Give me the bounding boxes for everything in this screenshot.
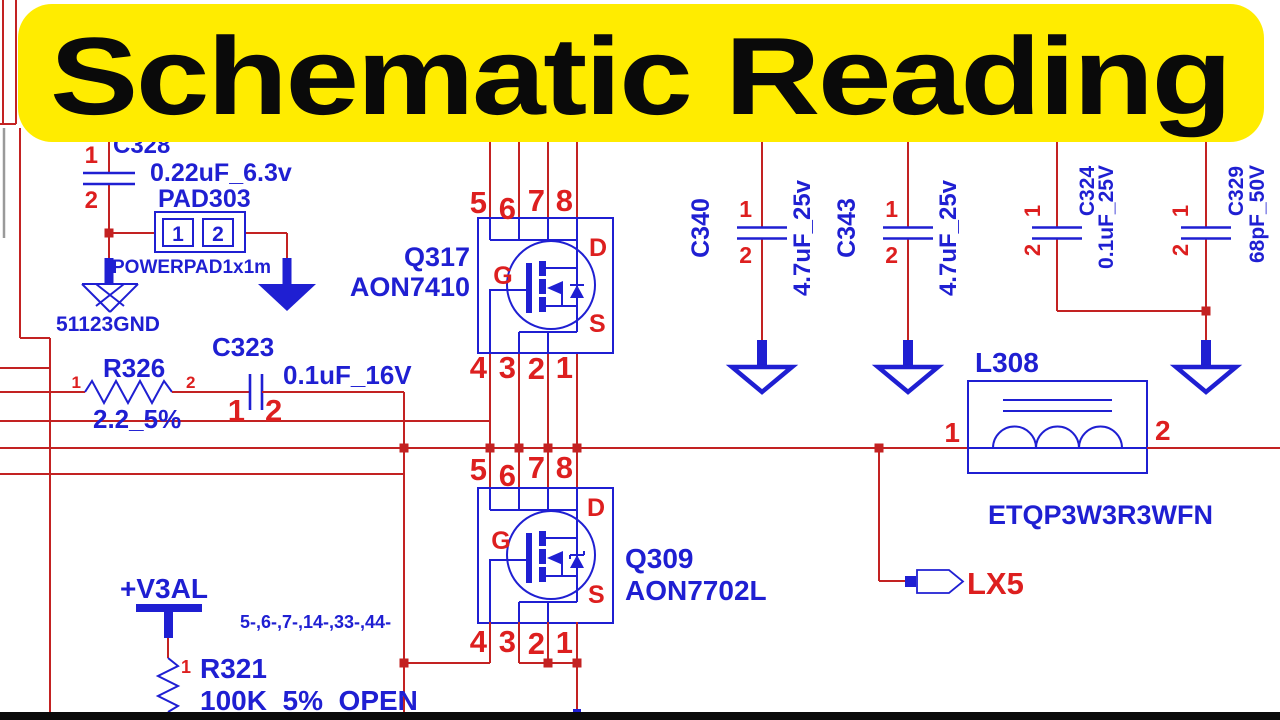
c343-pin2: 2 <box>885 242 898 268</box>
mosfet-q317: 5 6 7 8 4 3 2 1 G D S Q317 AON7410 <box>350 120 614 488</box>
pad303-ref: PAD303 <box>158 185 251 213</box>
l308-pin2: 2 <box>1155 415 1171 446</box>
c328-value: 0.22uF_6.3v <box>150 159 292 187</box>
r326-pin2: 2 <box>186 373 195 392</box>
v3al-pin-note: 5-,6-,7-,14-,33-,44- <box>240 612 391 632</box>
r326-pin1: 1 <box>72 373 81 392</box>
ground-icon <box>725 364 799 395</box>
pad303-component: PAD303 1 2 POWERPAD1x1m <box>109 185 288 278</box>
c329-value: 68pF_50V <box>1246 165 1269 263</box>
c328-pin2: 2 <box>85 187 98 214</box>
l308-part: ETQP3W3R3WFN <box>988 500 1213 530</box>
net-flag-icon <box>916 569 965 594</box>
chassis-ground-icon: 51123GND <box>56 258 160 336</box>
c343-pin1: 1 <box>885 196 898 222</box>
q317-pin6: 6 <box>499 191 516 226</box>
inductor-l308: L308 1 2 ETQP3W3R3WFN <box>944 347 1280 530</box>
q317-source-label: S <box>589 310 606 338</box>
c340-pin2: 2 <box>739 242 752 268</box>
c343-ref: C343 <box>833 198 861 258</box>
resistor-r321: 1 R321 100K_5%_OPEN <box>155 653 418 716</box>
q317-pin5: 5 <box>470 185 487 220</box>
left-bus-wires <box>0 338 968 712</box>
power-ground-icon <box>258 258 316 311</box>
pad303-pin1: 1 <box>172 223 184 246</box>
c340-ref: C340 <box>687 198 715 258</box>
capacitor-c324: 1 2 C324 0.1uF_25V <box>1020 120 1206 312</box>
c323-pin1: 1 <box>228 393 245 428</box>
r321-value: 100K_5%_OPEN <box>200 685 418 716</box>
l308-pin1: 1 <box>944 417 960 448</box>
c328-pin1: 1 <box>85 142 98 169</box>
q317-pin7: 7 <box>528 183 545 218</box>
q317-pin3: 3 <box>499 350 516 385</box>
q309-pin4: 4 <box>470 624 488 659</box>
bottom-bar <box>0 712 1280 720</box>
c324-pin2: 2 <box>1020 244 1045 256</box>
capacitor-c328: 1 2 C328 0.22uF_6.3v <box>83 120 292 260</box>
page-title: Schematic Reading <box>50 15 1230 138</box>
r326-value: 2.2_5% <box>93 404 181 434</box>
title-banner: Schematic Reading <box>18 4 1264 142</box>
c340-pin1: 1 <box>739 196 752 222</box>
c324-pin1: 1 <box>1020 205 1045 217</box>
q317-gate-label: G <box>493 262 512 290</box>
pad303-footprint: POWERPAD1x1m <box>112 257 271 278</box>
q309-ref: Q309 <box>625 543 694 574</box>
q309-pin3: 3 <box>499 624 516 659</box>
power-rail-v3al: +V3AL 5-,6-,7-,14-,33-,44- <box>120 573 391 658</box>
c343-value: 4.7uF_25v <box>935 179 962 296</box>
c329-ref: C329 <box>1225 166 1248 216</box>
q309-pin1: 1 <box>556 625 573 660</box>
c329-pin2: 2 <box>1168 244 1193 256</box>
c324-ref: C324 <box>1076 166 1099 217</box>
q317-pin1: 1 <box>556 350 573 385</box>
q317-pin2: 2 <box>528 351 545 386</box>
junction-dot <box>399 443 409 453</box>
q309-pin2: 2 <box>528 626 545 661</box>
q309-drain-label: D <box>587 494 605 522</box>
ground-icon <box>871 364 945 395</box>
c323-ref: C323 <box>212 332 274 362</box>
pad303-pin2: 2 <box>212 223 224 246</box>
q309-pin8: 8 <box>556 450 573 485</box>
lx5-label: LX5 <box>967 566 1024 601</box>
c323-pin2: 2 <box>265 393 282 428</box>
q317-pin8: 8 <box>556 183 573 218</box>
capacitor-c329: 1 2 C329 68pF_50V <box>1168 120 1269 395</box>
q317-pin4: 4 <box>470 350 488 385</box>
r321-pin1: 1 <box>181 657 191 677</box>
capacitor-c343: C343 1 2 4.7uF_25v <box>833 120 962 395</box>
capacitor-c340: C340 1 2 4.7uF_25v <box>687 120 816 395</box>
v3al-label: +V3AL <box>120 573 208 604</box>
resistor-r326: R326 1 2 2.2_5% <box>72 353 250 434</box>
q317-ref: Q317 <box>404 242 470 272</box>
c329-pin1: 1 <box>1168 205 1193 217</box>
c324-value: 0.1uF_25V <box>1095 165 1118 269</box>
r321-ref: R321 <box>200 653 267 684</box>
q309-part: AON7702L <box>625 575 767 606</box>
l308-ref: L308 <box>975 347 1039 378</box>
gnd-net-label: 51123GND <box>56 313 160 336</box>
q309-pin5: 5 <box>470 452 487 487</box>
left-edge-cutoff-wires <box>0 0 50 339</box>
q317-drain-label: D <box>589 234 607 262</box>
r326-ref: R326 <box>103 353 165 383</box>
mosfet-q309: 5 6 7 8 4 3 2 1 G D S Q309 AON7702L <box>399 450 767 717</box>
capacitor-c323: C323 0.1uF_16V 1 2 <box>212 332 412 712</box>
ground-icon <box>1169 364 1243 395</box>
q309-gate-label: G <box>491 527 510 555</box>
power-rail-icon <box>136 604 202 612</box>
c340-value: 4.7uF_25v <box>789 179 816 296</box>
c323-value: 0.1uF_16V <box>283 360 412 390</box>
q309-pin7: 7 <box>528 450 545 485</box>
q317-part: AON7410 <box>350 272 470 302</box>
q309-pin6: 6 <box>499 458 516 493</box>
net-flag-lx5: LX5 <box>878 448 1024 601</box>
junction-dot <box>1201 306 1211 316</box>
banner-background <box>18 4 1264 142</box>
q309-source-label: S <box>588 581 605 609</box>
